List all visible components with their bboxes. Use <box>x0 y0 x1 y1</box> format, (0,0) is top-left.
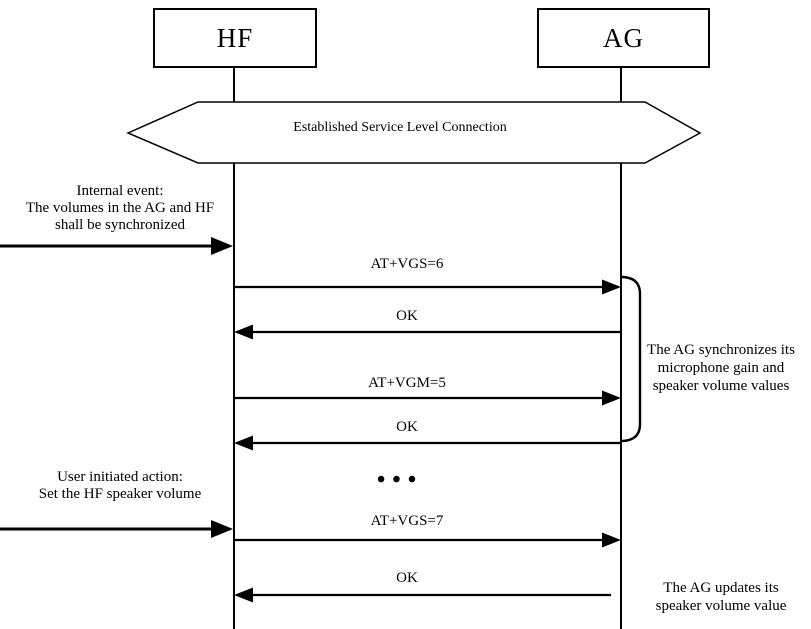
ag-sync-bracket <box>620 275 642 443</box>
note-line: microphone gain and <box>657 360 785 376</box>
message-label-at-vgs-6: AT+VGS=6 <box>370 256 444 272</box>
external-event-arrow-2 <box>0 520 233 538</box>
external-event-arrow-1 <box>0 237 233 255</box>
note-line: User initiated action: <box>57 469 183 485</box>
message-label-ok-2: OK <box>396 419 418 435</box>
participant-box-ag: AG <box>537 8 710 68</box>
message-arrow-at-vgs-6 <box>235 279 621 295</box>
message-label-at-vgm-5: AT+VGM=5 <box>368 375 446 391</box>
note-user-initiated-action: User initiated action: Set the HF speake… <box>2 469 238 503</box>
participant-label-ag: AG <box>603 22 644 53</box>
message-arrow-at-vgm-5 <box>235 390 621 406</box>
message-arrow-ok-1 <box>234 324 620 340</box>
participant-label-hf: HF <box>216 22 254 53</box>
note-line: shall be synchronized <box>55 217 185 233</box>
note-line: Set the HF speaker volume <box>38 486 202 502</box>
message-label-ok-1: OK <box>396 308 418 324</box>
message-label-ok-3: OK <box>396 570 418 586</box>
participant-box-hf: HF <box>153 8 317 68</box>
continuation-ellipsis: ••• <box>376 467 424 493</box>
message-arrow-ok-2 <box>234 435 620 451</box>
message-arrow-ok-3 <box>234 587 611 603</box>
note-line: speaker volume value <box>655 598 787 614</box>
note-line: speaker volume values <box>652 378 790 394</box>
message-label-at-vgs-7: AT+VGS=7 <box>370 513 444 529</box>
slc-banner-label: Established Service Level Connection <box>293 120 507 135</box>
note-line: Internal event: <box>76 183 164 199</box>
note-line: The AG synchronizes its <box>647 342 795 358</box>
message-arrow-at-vgs-7 <box>235 532 621 548</box>
note-line: The AG updates its <box>663 580 779 596</box>
note-ag-synchronizes: The AG synchronizes its microphone gain … <box>632 341 810 395</box>
note-internal-event: Internal event: The volumes in the AG an… <box>2 183 238 234</box>
note-line: The volumes in the AG and HF <box>25 200 215 216</box>
slc-banner-hexagon <box>126 101 702 164</box>
note-ag-updates: The AG updates its speaker volume value <box>632 579 810 615</box>
